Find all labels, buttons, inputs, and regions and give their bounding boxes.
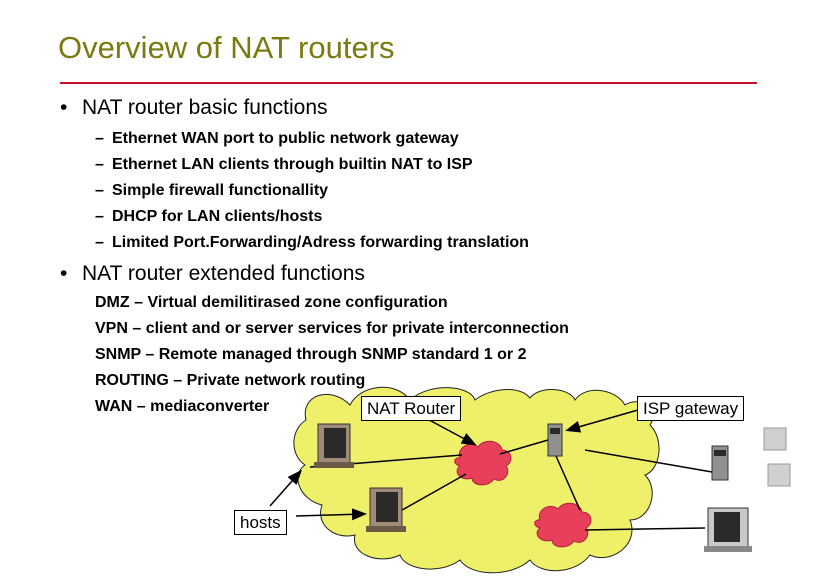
section-heading-label: NAT router extended functions bbox=[82, 262, 365, 285]
list-item: –DHCP for LAN clients/hosts bbox=[95, 208, 323, 225]
server-icon bbox=[711, 445, 729, 481]
title-divider bbox=[60, 82, 757, 84]
pointer-arrow bbox=[295, 508, 367, 521]
remote-device-icon bbox=[767, 463, 791, 487]
text-line: DMZ – Virtual demilitirased zone configu… bbox=[95, 294, 448, 311]
list-item: –Ethernet LAN clients through builtin NA… bbox=[95, 156, 473, 173]
text-line: VPN – client and or server services for … bbox=[95, 320, 569, 337]
nat-router-label: NAT Router bbox=[361, 396, 462, 421]
section-heading-basic: • NAT router basic functions bbox=[60, 96, 328, 120]
text-line: ROUTING – Private network routing bbox=[95, 372, 366, 389]
computer-icon bbox=[366, 487, 406, 532]
text-line: WAN – mediaconverter bbox=[95, 398, 270, 415]
list-item: –Limited Port.Forwarding/Adress forwardi… bbox=[95, 234, 529, 251]
router-icon bbox=[534, 502, 592, 548]
pointer-arrow bbox=[565, 407, 646, 433]
section-heading-extended: • NAT router extended functions bbox=[60, 262, 365, 286]
computer-icon bbox=[314, 423, 354, 468]
slide-title: Overview of NAT routers bbox=[58, 30, 395, 65]
server-icon bbox=[547, 423, 563, 457]
list-item: –Ethernet WAN port to public network gat… bbox=[95, 130, 459, 147]
list-item: –Simple firewall functionallity bbox=[95, 182, 329, 199]
hosts-label: hosts bbox=[234, 510, 287, 535]
isp-gateway-label: ISP gateway bbox=[637, 396, 745, 421]
router-icon bbox=[454, 440, 512, 486]
section-heading-label: NAT router basic functions bbox=[82, 96, 328, 119]
pointer-arrow bbox=[269, 469, 302, 507]
bullet-dot: • bbox=[60, 96, 68, 119]
text-line: SNMP – Remote managed through SNMP stand… bbox=[95, 346, 527, 363]
bullet-dot: • bbox=[60, 262, 68, 285]
computer-icon bbox=[704, 507, 752, 552]
remote-device-icon bbox=[763, 427, 787, 451]
